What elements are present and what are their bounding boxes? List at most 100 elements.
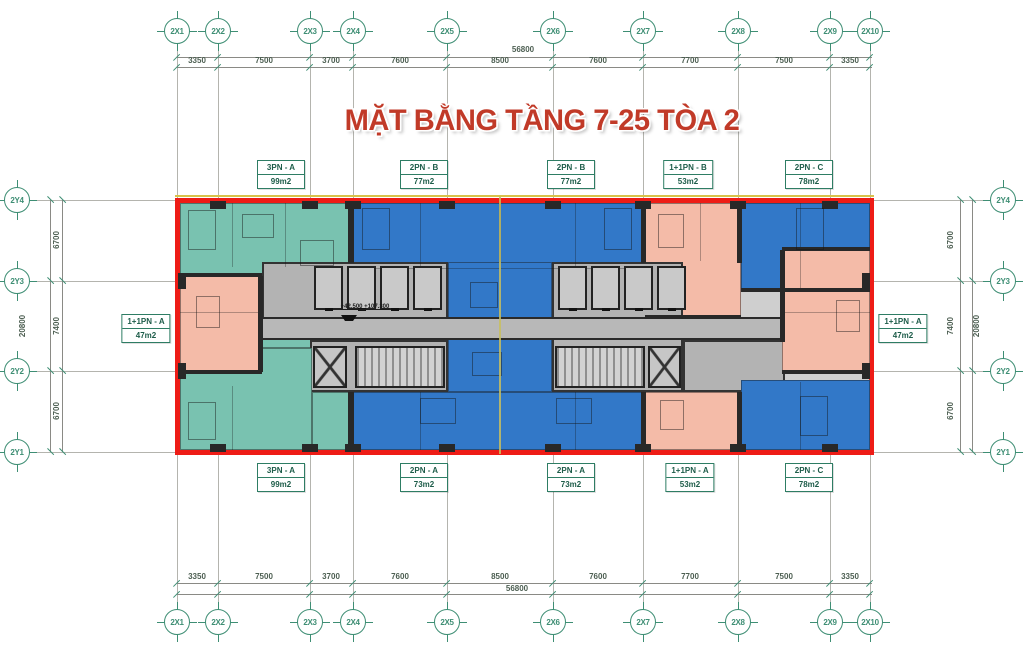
elevator-cell (558, 266, 587, 311)
unit-name: 2PN - C (786, 161, 832, 175)
room-partition (285, 203, 286, 267)
dimension-label: 7500 (762, 56, 806, 66)
interior-wall (180, 273, 262, 277)
structural-column (345, 444, 361, 452)
axis-bubble: 2X1 (164, 609, 190, 635)
axis-label: 2X2 (211, 26, 225, 36)
structural-column (439, 444, 455, 452)
axis-label: 2X10 (861, 26, 879, 36)
dimension-value: 7400 (946, 317, 955, 335)
interior-wall (737, 392, 742, 450)
axis-bubble: 2Y2 (990, 358, 1016, 384)
dimension-label: 3350 (828, 56, 872, 66)
unit-name: 1+1PN - B (664, 161, 712, 175)
unit-name: 1+1PN - A (122, 315, 170, 329)
furniture (796, 208, 824, 250)
dimension-value: 8500 (491, 572, 509, 581)
axis-bubble: 2X9 (817, 18, 843, 44)
dimension-line (177, 67, 872, 68)
dimension-value: 7600 (589, 572, 607, 581)
axis-label: 2Y3 (10, 276, 24, 286)
level-value: +42.500 +107.300 (340, 304, 390, 310)
furniture (420, 398, 456, 424)
axis-label: 2Y3 (996, 276, 1010, 286)
structural-column (210, 444, 226, 452)
unit-name: 2PN - A (401, 464, 447, 478)
dimension-value: 3350 (188, 56, 206, 65)
drawing-title: MẶT BẰNG TẦNG 7-25 TÒA 2 (344, 104, 740, 137)
level-marker-icon (341, 315, 357, 332)
region-1-1pn-a-right (782, 250, 870, 372)
dimension-value: 56800 (511, 45, 535, 54)
unit-area: 73m2 (413, 480, 435, 489)
axis-label: 2X6 (546, 617, 560, 627)
axis-bubble: 2Y1 (4, 439, 30, 465)
dimension-label: 8500 (478, 572, 522, 582)
dimension-value: 3350 (188, 572, 206, 581)
structural-column (822, 444, 838, 452)
axis-label: 2X6 (546, 26, 560, 36)
axis-bubble: 2X8 (725, 609, 751, 635)
furniture (556, 398, 592, 424)
furniture (188, 210, 216, 250)
axis-bubble: 2X9 (817, 609, 843, 635)
room-partition (800, 382, 801, 450)
dimension-label: 6700 (946, 389, 956, 433)
dimension-total-label: 56800 (501, 45, 545, 55)
unit-name: 2PN - B (548, 161, 594, 175)
dimension-value: 7600 (391, 572, 409, 581)
axis-label: 2X7 (636, 617, 650, 627)
interior-wall (348, 203, 354, 263)
dimension-label: 7500 (242, 572, 286, 582)
unit-label: 2PN - B 77m2 (547, 160, 595, 189)
section-line (499, 196, 501, 454)
dimension-line (62, 200, 63, 452)
dimension-label: 7400 (52, 304, 62, 348)
dimension-line (177, 594, 872, 595)
interior-wall (641, 392, 646, 450)
dimension-line (972, 200, 973, 452)
unit-name: 2PN - A (548, 464, 594, 478)
room-partition (180, 312, 262, 313)
room-partition (782, 312, 870, 313)
furniture (836, 300, 860, 332)
axis-bubble: 2Y4 (990, 187, 1016, 213)
setback-line (175, 195, 874, 197)
dimension-value: 7600 (589, 56, 607, 65)
structural-column (545, 201, 561, 209)
axis-bubble: 2Y4 (4, 187, 30, 213)
dimension-label: 3350 (175, 572, 219, 582)
room-partition (800, 203, 801, 289)
elevator-cell (591, 266, 620, 311)
axis-bubble: 2Y3 (990, 268, 1016, 294)
furniture (660, 400, 684, 430)
axis-label: 2X5 (440, 617, 454, 627)
unit-name: 3PN - A (258, 464, 304, 478)
structural-column (178, 363, 186, 379)
dimension-label: 7400 (946, 304, 956, 348)
dimension-line (177, 583, 872, 584)
dimension-line (50, 200, 51, 452)
axis-bubble: 2X10 (857, 609, 883, 635)
room-partition (575, 392, 576, 450)
dimension-total-label: 20800 (18, 304, 28, 348)
dimension-label: 6700 (52, 218, 62, 262)
interior-wall (782, 370, 870, 374)
dimension-value: 3350 (841, 56, 859, 65)
interior-wall (348, 392, 354, 450)
interior-wall (782, 247, 870, 251)
dimension-value: 7500 (775, 56, 793, 65)
interior-wall (258, 276, 263, 372)
furniture (196, 296, 220, 328)
axis-bubble: 2X8 (725, 18, 751, 44)
unit-area: 77m2 (560, 177, 582, 186)
dimension-label: 3700 (309, 56, 353, 66)
dimension-value: 3350 (841, 572, 859, 581)
unit-area: 53m2 (677, 177, 699, 186)
structural-column (302, 201, 318, 209)
dimension-total-label: 56800 (495, 584, 539, 594)
dimension-value: 7700 (681, 56, 699, 65)
furniture (800, 396, 828, 436)
stairwell (555, 346, 645, 388)
